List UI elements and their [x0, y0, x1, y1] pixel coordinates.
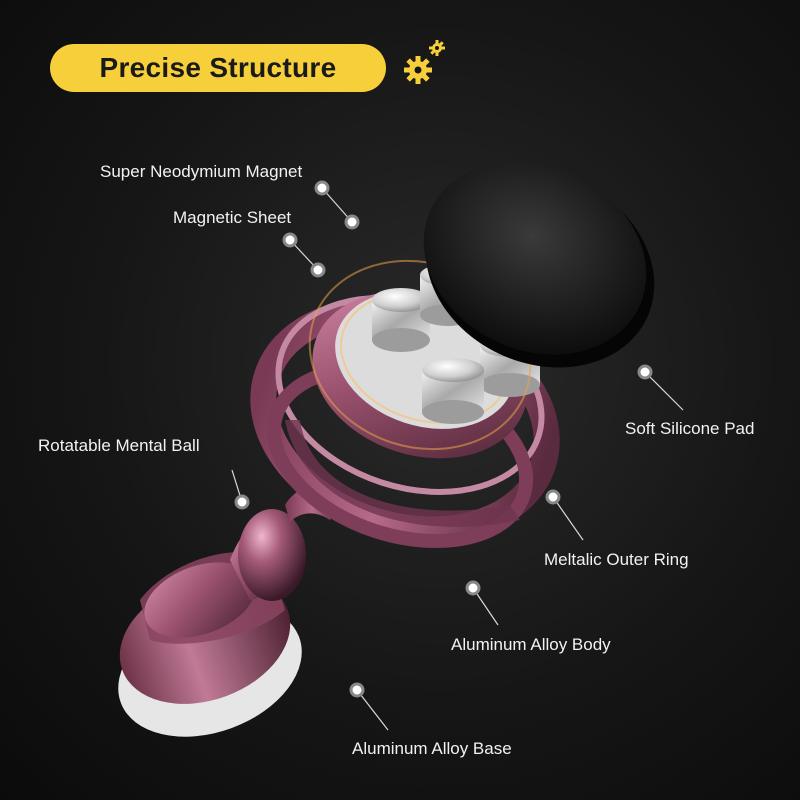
callout-dots [234, 180, 653, 698]
alloy-base [118, 552, 302, 737]
label-alloy-base: Aluminum Alloy Base [352, 739, 512, 758]
label-outer-ring: Meltalic Outer Ring [544, 550, 689, 569]
title-banner: Precise Structure [50, 44, 386, 92]
label-rotatable-ball: Rotatable Mental Ball [38, 436, 200, 455]
label-alloy-body: Aluminum Alloy Body [451, 635, 611, 654]
silicone-pad [423, 161, 655, 368]
page-title: Precise Structure [99, 52, 337, 83]
label-silicone-pad: Soft Silicone Pad [625, 419, 755, 438]
label-magnetic-sheet: Magnetic Sheet [173, 208, 292, 227]
gears-icon [404, 40, 445, 84]
label-super-magnet: Super Neodymium Magnet [100, 162, 303, 181]
